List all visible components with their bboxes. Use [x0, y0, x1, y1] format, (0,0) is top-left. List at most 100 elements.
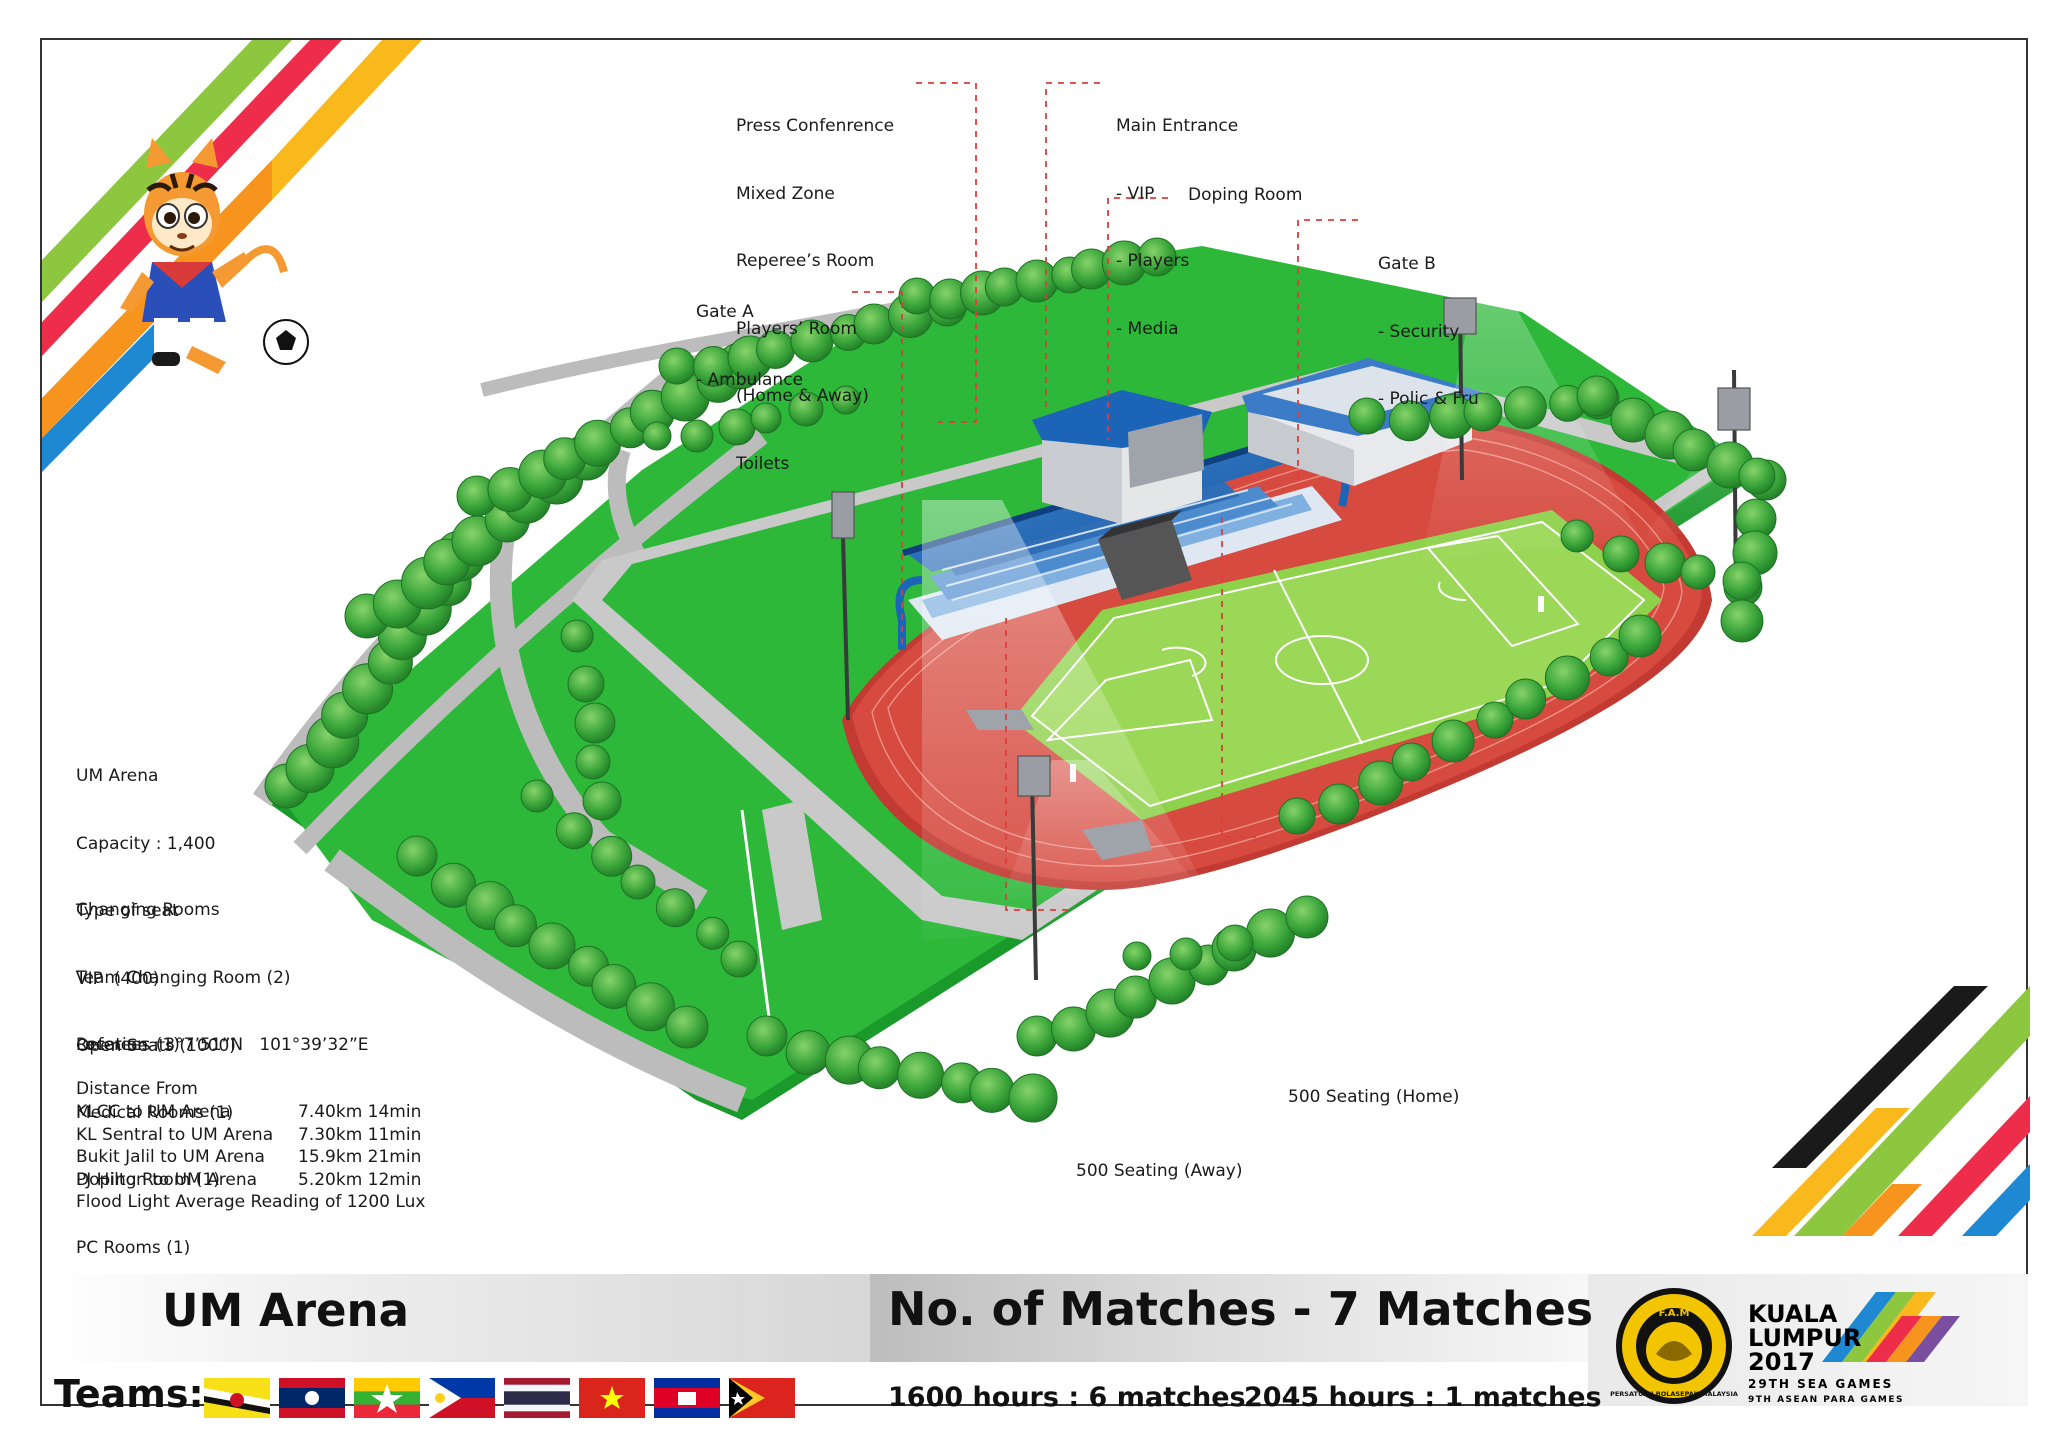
- label-line: Gate A: [696, 302, 754, 322]
- tree-icon: [1388, 400, 1430, 442]
- tree-icon: [1015, 259, 1059, 303]
- team-flags: [204, 1378, 795, 1418]
- tree-icon: [567, 665, 605, 703]
- myanmar-flag-icon: [354, 1378, 420, 1418]
- tree-icon: [1644, 542, 1686, 584]
- tree-icon: [620, 864, 656, 900]
- tree-icon: [1318, 783, 1360, 825]
- distance-title: Distance From: [76, 1079, 198, 1099]
- tree-icon: [560, 619, 594, 653]
- tree-icon: [591, 964, 637, 1009]
- distance-value: 5.20km 12min: [298, 1169, 422, 1190]
- corner-stripes-top-left: [42, 40, 422, 472]
- tree-icon: [431, 862, 476, 908]
- tree-icon: [1348, 397, 1386, 435]
- tree-icon: [746, 1015, 788, 1057]
- tree-icon: [655, 888, 695, 928]
- tree-icon: [1391, 742, 1431, 782]
- label-line: - Polic & Fru: [1378, 389, 1479, 409]
- tree-icon: [788, 391, 824, 427]
- corner-stripes-bottom-right: [1752, 986, 2030, 1236]
- kl-line1: KUALA: [1748, 1300, 1838, 1328]
- label-line: - Ambulance: [696, 369, 804, 390]
- stadium-poster: Press Confenrence Mixed Zone Reperee’s R…: [40, 38, 2030, 1418]
- info-line: Changing Rooms: [76, 900, 220, 920]
- tree-icon: [1431, 719, 1475, 763]
- tree-icon: [1560, 519, 1594, 553]
- goal-right-icon: [1538, 596, 1544, 612]
- tree-icon: [1463, 392, 1503, 432]
- main-entrance-label: Main Entrance - VIP - Players - Media: [1116, 70, 1238, 385]
- tree-icon: [574, 702, 616, 744]
- stadium-illustration: [42, 40, 2030, 1236]
- tree-icon: [1358, 760, 1404, 806]
- tree-icon: [1618, 614, 1662, 658]
- info-line: VIP (400): [76, 968, 160, 989]
- kl-games: 29TH SEA GAMES: [1748, 1377, 1893, 1391]
- tree-icon: [1476, 701, 1514, 739]
- leader-lines: [852, 82, 1358, 911]
- brunei-flag-icon: [204, 1378, 270, 1418]
- tree-icon: [1216, 924, 1254, 962]
- time-slot-2045: 2045 hours : 1 matches: [1244, 1382, 1602, 1413]
- time-slot-1600: 1600 hours : 6 matches: [888, 1382, 1246, 1413]
- tree-icon: [897, 1051, 945, 1099]
- arena-info: UM Arena Capacity : 1,400 Type of seat V…: [76, 720, 236, 1103]
- rooms-info: Changing Rooms Team Changing Room (2) Re…: [76, 854, 291, 1304]
- label-line: Main Entrance: [1116, 116, 1239, 136]
- tree-icon: [1589, 637, 1629, 677]
- tree-icon: [785, 1030, 831, 1076]
- timor-leste-flag-icon: [729, 1378, 795, 1418]
- label-line: Toilets: [736, 453, 790, 474]
- venue-title: UM Arena: [162, 1284, 409, 1337]
- sea-games-ribbon-icon: [1822, 1292, 1960, 1362]
- kl2017-sea-games-logo: KUALA LUMPUR 2017 29TH SEA GAMES 9TH ASE…: [1748, 1292, 1960, 1405]
- tree-icon: [680, 419, 714, 453]
- tree-icon: [626, 982, 675, 1032]
- distance-value: 15.9km 21min: [298, 1147, 422, 1167]
- tree-icon: [969, 1067, 1015, 1113]
- info-line: PC Rooms (1): [76, 1237, 191, 1258]
- tree-icon: [1505, 678, 1547, 720]
- tree-icon: [857, 1046, 901, 1090]
- tree-icon: [555, 812, 593, 850]
- label-line: - Media: [1116, 318, 1179, 339]
- laos-flag-icon: [279, 1378, 345, 1418]
- fam-ring-text: PERSATUAN BOLASEPAK MALAYSIA: [1610, 1390, 1738, 1398]
- fam-top-text: F.A.M: [1659, 1308, 1690, 1319]
- kl-para-games: 9TH ASEAN PARA GAMES: [1748, 1395, 1904, 1405]
- venue-banner: [44, 1274, 870, 1362]
- tree-icon: [1285, 895, 1329, 939]
- doping-room-label: Doping Room: [1188, 185, 1303, 205]
- tree-icon: [494, 904, 537, 948]
- cambodia-flag-icon: [654, 1378, 720, 1418]
- seating-away-label: 500 Seating (Away): [1076, 1161, 1243, 1181]
- info-line: Capacity : 1,400: [76, 833, 216, 854]
- press-conference-label: Press Confenrence Mixed Zone Reperee’s R…: [736, 70, 894, 520]
- tree-icon: [696, 916, 730, 950]
- info-line: Doping Room (1): [76, 1170, 220, 1190]
- tree-icon: [1680, 554, 1716, 590]
- info-line: Type of seat: [76, 901, 179, 921]
- tree-icon: [1137, 237, 1177, 277]
- label-line: Mixed Zone: [736, 183, 835, 204]
- tree-icon: [642, 421, 672, 451]
- tiger-mascot-icon: [120, 138, 309, 374]
- flood-light-info: Flood Light Average Reading of 1200 Lux: [76, 1192, 426, 1212]
- info-line: Medical Rooms (1): [76, 1102, 234, 1123]
- gate-b-label: Gate B - Security - Polic & Fru: [1378, 208, 1479, 456]
- label-line: Press Confenrence: [736, 116, 895, 136]
- fam-logo: F.A.M PERSATUAN BOLASEPAK MALAYSIA: [1610, 1288, 1738, 1404]
- tree-icon: [658, 347, 696, 385]
- tree-icon: [575, 744, 611, 780]
- tree-icon: [1008, 1073, 1058, 1123]
- distance-value: 7.40km 14min: [298, 1102, 422, 1122]
- philippines-flag-icon: [429, 1378, 495, 1418]
- label-line: - Security: [1378, 321, 1460, 342]
- matches-title: No. of Matches - 7 Matches: [888, 1282, 1594, 1336]
- tree-icon: [591, 835, 633, 877]
- tree-icon: [1720, 599, 1764, 643]
